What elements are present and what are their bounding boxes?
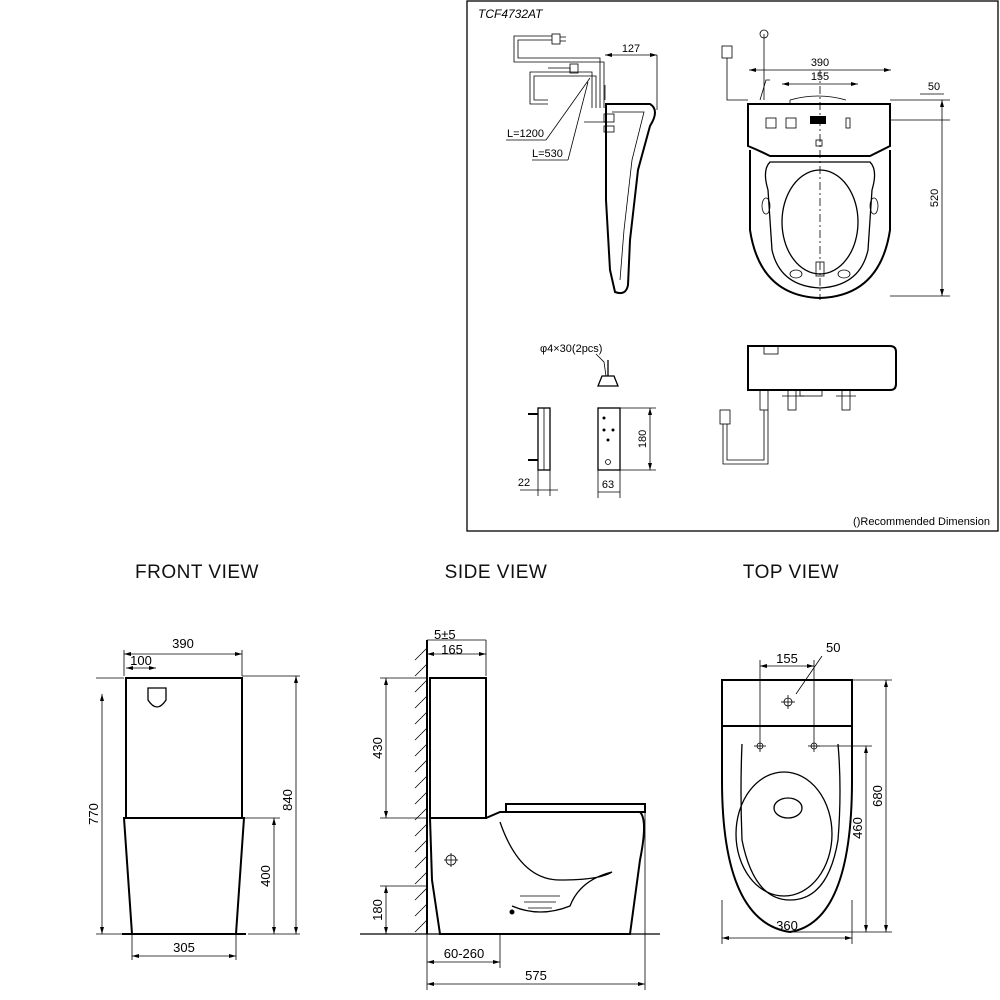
top-hole-markers: [754, 695, 820, 752]
side-dim-165: 165: [441, 642, 463, 657]
side-dim-gap: 5±5: [434, 627, 456, 642]
cord-length-long: L=1200: [507, 128, 544, 140]
front-view: FRONT VIEW 390 100 770 840 400: [86, 562, 300, 960]
front-dim-base: 305: [173, 940, 195, 955]
seat-top-view: 390 155 50 520: [721, 29, 950, 300]
top-dim-360: 360: [776, 918, 798, 933]
side-view: SIDE VIEW: [360, 562, 660, 990]
side-dim-430: 430: [370, 737, 385, 759]
dim-plate-180: 180: [637, 430, 649, 448]
dim-seat-155: 155: [811, 71, 829, 83]
seat-side-profile: 127 L=1200 L=530: [506, 33, 658, 295]
side-dim-180: 180: [370, 899, 385, 921]
top-dim-460: 460: [850, 817, 865, 839]
recommended-note: ()Recommended Dimension: [853, 516, 990, 528]
side-dim-rough-in: 60-260: [444, 946, 484, 961]
front-dim-400: 400: [258, 865, 273, 887]
model-number: TCF4732AT: [478, 7, 544, 21]
seat-rear-view: [719, 345, 897, 465]
panel-frame: [466, 0, 999, 532]
dim-seat-520: 520: [929, 189, 941, 207]
front-dim-button: 100: [130, 653, 152, 668]
wall-hatch: [414, 647, 428, 933]
screw-spec: φ4×30(2pcs): [540, 343, 602, 355]
seat-spec-panel: TCF4732AT ()Recommended Dimension 127: [466, 0, 999, 532]
top-view-title: TOP VIEW: [743, 562, 839, 583]
top-dim-155: 155: [776, 651, 798, 666]
dim-plate-63: 63: [602, 479, 614, 491]
top-view: TOP VIEW 155 50 680: [721, 562, 892, 944]
dim-127: 127: [622, 43, 640, 55]
cord-length-short: L=530: [532, 148, 563, 160]
top-dim-50: 50: [826, 640, 840, 655]
top-dim-680: 680: [870, 785, 885, 807]
side-dim-575: 575: [525, 968, 547, 983]
dim-seat-50: 50: [928, 81, 940, 93]
dim-plate-22: 22: [518, 477, 530, 489]
front-dim-width: 390: [172, 636, 194, 651]
side-view-title: SIDE VIEW: [445, 562, 548, 583]
front-dim-840: 840: [280, 789, 295, 811]
front-dim-770: 770: [86, 803, 101, 825]
mounting-plate: φ4×30(2pcs) 22 180: [518, 343, 656, 498]
dim-seat-width: 390: [811, 57, 829, 69]
front-view-title: FRONT VIEW: [135, 562, 259, 583]
